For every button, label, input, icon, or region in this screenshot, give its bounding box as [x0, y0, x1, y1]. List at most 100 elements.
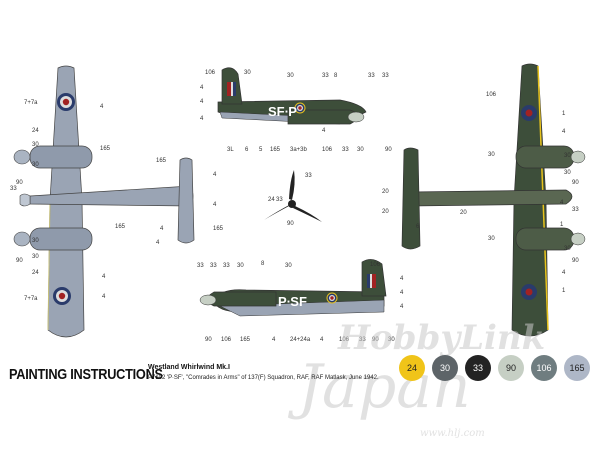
- callout: 90: [205, 337, 212, 343]
- callout: 33: [359, 337, 366, 343]
- callout: 4: [322, 128, 326, 134]
- callout: 33: [223, 263, 230, 269]
- swatch-24: 24: [399, 355, 425, 381]
- callout: 4: [562, 270, 566, 276]
- callout: 24+24a: [290, 337, 311, 343]
- callout: 7+7a: [24, 100, 38, 106]
- roundel-icon: [57, 93, 75, 111]
- callout: 4: [320, 337, 324, 343]
- callout: 30: [564, 246, 571, 252]
- callout: 30: [388, 337, 395, 343]
- callout: 165: [240, 337, 251, 343]
- page-title: PAINTING INSTRUCTIONS: [9, 366, 163, 383]
- swatch-label: 30: [439, 363, 450, 373]
- callout: 90: [372, 337, 379, 343]
- callout: 3a+3b: [290, 147, 308, 153]
- callout: 30: [564, 170, 571, 176]
- callout: 4: [562, 129, 566, 135]
- callout: 4: [213, 172, 217, 178]
- callout: 106: [339, 337, 350, 343]
- callout: 33: [572, 207, 579, 213]
- callout: 6: [245, 147, 249, 153]
- callout: 90: [16, 180, 23, 186]
- callout: 90: [16, 258, 23, 264]
- callout: 4: [213, 202, 217, 208]
- callout: 30: [564, 153, 571, 159]
- callout: 30: [488, 152, 495, 158]
- callout: 4: [400, 276, 404, 282]
- callout: 165: [115, 224, 126, 230]
- color-swatches: 24 30 33 90 106 165: [399, 355, 594, 387]
- callout: 4: [160, 226, 164, 232]
- callout: 4: [560, 200, 564, 206]
- callout: 24: [32, 128, 39, 134]
- callout: 165: [156, 158, 167, 164]
- callout: 30: [32, 238, 39, 244]
- callout: 33: [368, 73, 375, 79]
- aircraft-details: P7102 'P∙SF', "Comrades in Arms" of 137(…: [148, 375, 379, 381]
- swatch-30: 30: [432, 355, 458, 381]
- callout: 4: [272, 337, 276, 343]
- callout: 4: [200, 116, 204, 122]
- callout: 90: [385, 147, 392, 153]
- callout: 20: [382, 189, 389, 195]
- callout: 33: [210, 263, 217, 269]
- squadron-code-lower: P∙SF: [278, 294, 307, 309]
- callout: 20: [460, 210, 467, 216]
- swatch-165: 165: [564, 355, 590, 381]
- callout: 33: [305, 173, 312, 179]
- side-view-lower: P∙SF 33 33 30 8 30 106 4 4 4 90 106 165 …: [197, 259, 404, 343]
- callout: 24: [268, 197, 275, 203]
- callout: 1: [562, 111, 566, 117]
- propeller-view: 33 24 33 90: [264, 170, 322, 227]
- swatch-label: 24: [406, 363, 417, 373]
- callout: 90: [287, 221, 294, 227]
- swatch-label: 165: [569, 363, 585, 373]
- callout: 4: [400, 290, 404, 296]
- swatch-33: 33: [465, 355, 491, 381]
- callout: 3L: [227, 147, 234, 153]
- callout: 1: [562, 288, 566, 294]
- callout: 90: [572, 258, 579, 264]
- callout: 106: [370, 262, 381, 268]
- callout: 4: [102, 274, 106, 280]
- callout: 4: [200, 85, 204, 91]
- callout: 33: [10, 186, 17, 192]
- callout: 4: [102, 294, 106, 300]
- callout: 30: [287, 73, 294, 79]
- top-view: 106 1 4 30 30 90 30 20 20 6 1 4 33 30 20…: [382, 63, 586, 337]
- callout: 33: [276, 197, 283, 203]
- callout: 8: [261, 261, 265, 267]
- callout: 4: [100, 104, 104, 110]
- callout: 30: [32, 162, 39, 168]
- callout: 4: [200, 99, 204, 105]
- callout: 165: [213, 226, 224, 232]
- callout: 7+7a: [24, 296, 38, 302]
- callout: 33: [322, 73, 329, 79]
- callout: 4: [156, 240, 160, 246]
- callout: 30: [357, 147, 364, 153]
- squadron-code-upper: SF∙P: [268, 104, 297, 119]
- callout: 106: [322, 147, 333, 153]
- callout: 33: [382, 73, 389, 79]
- callout: 30: [32, 142, 39, 148]
- callout: 106: [205, 70, 216, 76]
- callout: 30: [285, 263, 292, 269]
- callout: 33: [197, 263, 204, 269]
- underside-view: 7+7a 4 24 165 30 30 90 33 165 30 24 90 3…: [10, 65, 224, 338]
- callout: 24: [32, 270, 39, 276]
- callout: 165: [270, 147, 281, 153]
- swatch-label: 33: [472, 363, 483, 373]
- callout: 8: [334, 73, 338, 79]
- swatch-label: 106: [536, 363, 552, 373]
- aircraft-title: Westland Whirlwind Mk.I: [148, 364, 230, 371]
- callout: 30: [32, 254, 39, 260]
- callout: 30: [237, 263, 244, 269]
- watermark-brand: HobbyLink: [338, 318, 546, 358]
- roundel-icon: [53, 287, 71, 305]
- callout: 90: [572, 180, 579, 186]
- callout: 6: [416, 224, 420, 230]
- watermark-url: www.hlj.com: [420, 428, 485, 439]
- swatch-90: 90: [498, 355, 524, 381]
